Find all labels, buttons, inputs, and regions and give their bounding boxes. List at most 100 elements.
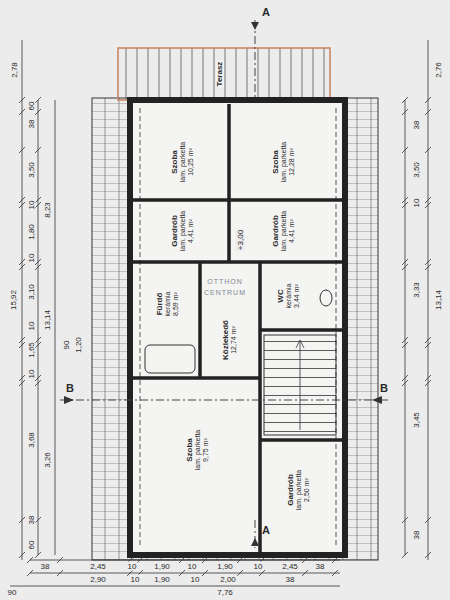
dimension-text: 38 bbox=[40, 562, 51, 571]
dimension-tick bbox=[35, 552, 41, 558]
room-name: Szoba bbox=[171, 149, 179, 175]
terrace-railing bbox=[118, 48, 330, 100]
dimension-tick bbox=[402, 375, 408, 381]
room-info: 9,75 m² bbox=[202, 437, 210, 463]
dimension-text: 1,65 bbox=[27, 341, 36, 359]
room-info: lam. parketta bbox=[179, 141, 187, 183]
dimension-tick bbox=[425, 147, 431, 153]
staircase bbox=[264, 335, 336, 435]
dimension-text: 10 bbox=[127, 562, 138, 571]
dimension-text: 2,45 bbox=[281, 562, 299, 571]
dimension-text: 1,20 bbox=[74, 336, 83, 354]
dimension-tick bbox=[402, 147, 408, 153]
room-area: Szobalam. parketta10,25 m² bbox=[140, 128, 225, 196]
dimension-tick bbox=[425, 264, 431, 270]
dimension-text: 13,14 bbox=[43, 309, 52, 331]
dimension-tick bbox=[425, 109, 431, 115]
dimension-text: 60 bbox=[27, 540, 36, 551]
dimension-text: +3,00 bbox=[236, 229, 245, 251]
dimension-text: 3,50 bbox=[412, 161, 421, 179]
dimension-tick bbox=[202, 557, 208, 563]
room-info: lam. parketta bbox=[280, 210, 288, 252]
dimension-text: 38 bbox=[27, 515, 36, 526]
dimension-tick bbox=[35, 380, 41, 386]
dimension-text: 38 bbox=[285, 575, 296, 584]
dimension-text: 3,50 bbox=[27, 161, 36, 179]
dimension-text: 1,80 bbox=[27, 223, 36, 241]
dimension-tick bbox=[35, 259, 41, 265]
dimension-tick bbox=[57, 570, 63, 576]
dimension-line bbox=[10, 40, 428, 586]
room-name: Szoba bbox=[272, 149, 280, 175]
dimension-tick bbox=[19, 380, 25, 386]
dimension-tick bbox=[425, 97, 431, 103]
dimension-tick bbox=[19, 259, 25, 265]
dimension-tick bbox=[35, 197, 41, 203]
dimension-text: 38 bbox=[412, 530, 421, 541]
dimension-tick bbox=[425, 197, 431, 203]
dimension-tick bbox=[179, 570, 185, 576]
dimension-tick bbox=[27, 570, 33, 576]
dimension-text: 60 bbox=[27, 101, 36, 112]
dimension-tick bbox=[402, 202, 408, 208]
watermark: CENTRUM bbox=[203, 288, 247, 297]
dimension-tick bbox=[35, 342, 41, 348]
dimension-text: 3,10 bbox=[27, 283, 36, 301]
stair-arrow bbox=[296, 340, 304, 430]
section-line bbox=[255, 20, 256, 548]
room-name: Közlekedő bbox=[222, 319, 230, 361]
section-mark: A bbox=[261, 526, 271, 535]
dimension-text: 90 bbox=[7, 588, 18, 597]
dimension-tick bbox=[425, 552, 431, 558]
room-info: 4,41 m² bbox=[187, 218, 195, 244]
dimension-text: 10 bbox=[253, 562, 264, 571]
dimension-text: 10 bbox=[27, 200, 36, 211]
dimension-tick bbox=[425, 259, 431, 265]
room-info: kerámia bbox=[285, 283, 293, 310]
dimension-tick bbox=[302, 570, 308, 576]
dimension-tick bbox=[137, 557, 143, 563]
dimension-tick bbox=[402, 342, 408, 348]
dimension-text: 2,76 bbox=[434, 61, 443, 79]
dimension-text: 2,00 bbox=[219, 575, 237, 584]
dimension-text: 10 bbox=[130, 575, 141, 584]
room-info: 12,74 m² bbox=[230, 325, 238, 355]
room-area: WCkerámia3,44 m² bbox=[264, 266, 314, 326]
room-name: Fürdő bbox=[156, 292, 164, 317]
dimension-tick bbox=[179, 557, 185, 563]
dimension-text: 10 bbox=[27, 321, 36, 332]
dimension-text: 2,45 bbox=[89, 562, 107, 571]
dimension-tick bbox=[27, 557, 33, 563]
room-name: Gardrób bbox=[287, 473, 295, 507]
room-area: Szobalam. parketta9,75 m² bbox=[142, 385, 254, 515]
dimension-tick bbox=[402, 259, 408, 265]
room-info: 2,50 m² bbox=[303, 477, 311, 503]
dimension-tick bbox=[19, 337, 25, 343]
dimension-text: 7,76 bbox=[216, 588, 234, 597]
dimension-tick bbox=[425, 517, 431, 523]
room-area: Közlekedő12,74 m² bbox=[203, 305, 257, 375]
dimension-tick bbox=[402, 264, 408, 270]
dimension-tick bbox=[259, 570, 265, 576]
room-area: Gardróblam. parketta4,41 m² bbox=[234, 205, 334, 257]
room-label-group: Fürdőkerámia8,59 m² bbox=[156, 291, 180, 318]
section-arrow bbox=[64, 396, 382, 404]
room-info: kerámia bbox=[164, 291, 172, 318]
dimension-tick bbox=[237, 557, 243, 563]
dimension-tick bbox=[35, 264, 41, 270]
dimension-tick bbox=[425, 342, 431, 348]
room-info: 8,59 m² bbox=[172, 291, 180, 317]
section-line bbox=[60, 400, 390, 401]
room-area: Fürdőkerámia8,59 m² bbox=[140, 270, 196, 338]
dimension-text: 38 bbox=[27, 119, 36, 130]
dimension-text: 10 bbox=[27, 369, 36, 380]
room-label-group: Gardróblam. parketta4,41 m² bbox=[171, 210, 195, 252]
dimension-tick bbox=[35, 375, 41, 381]
dimension-tick bbox=[202, 570, 208, 576]
dimension-tick bbox=[35, 337, 41, 343]
dimension-text: 13,14 bbox=[434, 289, 443, 311]
dimension-text: 2,78 bbox=[10, 61, 19, 79]
room-label-group: Szobalam. parketta12,28 m² bbox=[272, 141, 296, 183]
room-area: Gardróblam. parketta4,41 m² bbox=[140, 205, 225, 257]
